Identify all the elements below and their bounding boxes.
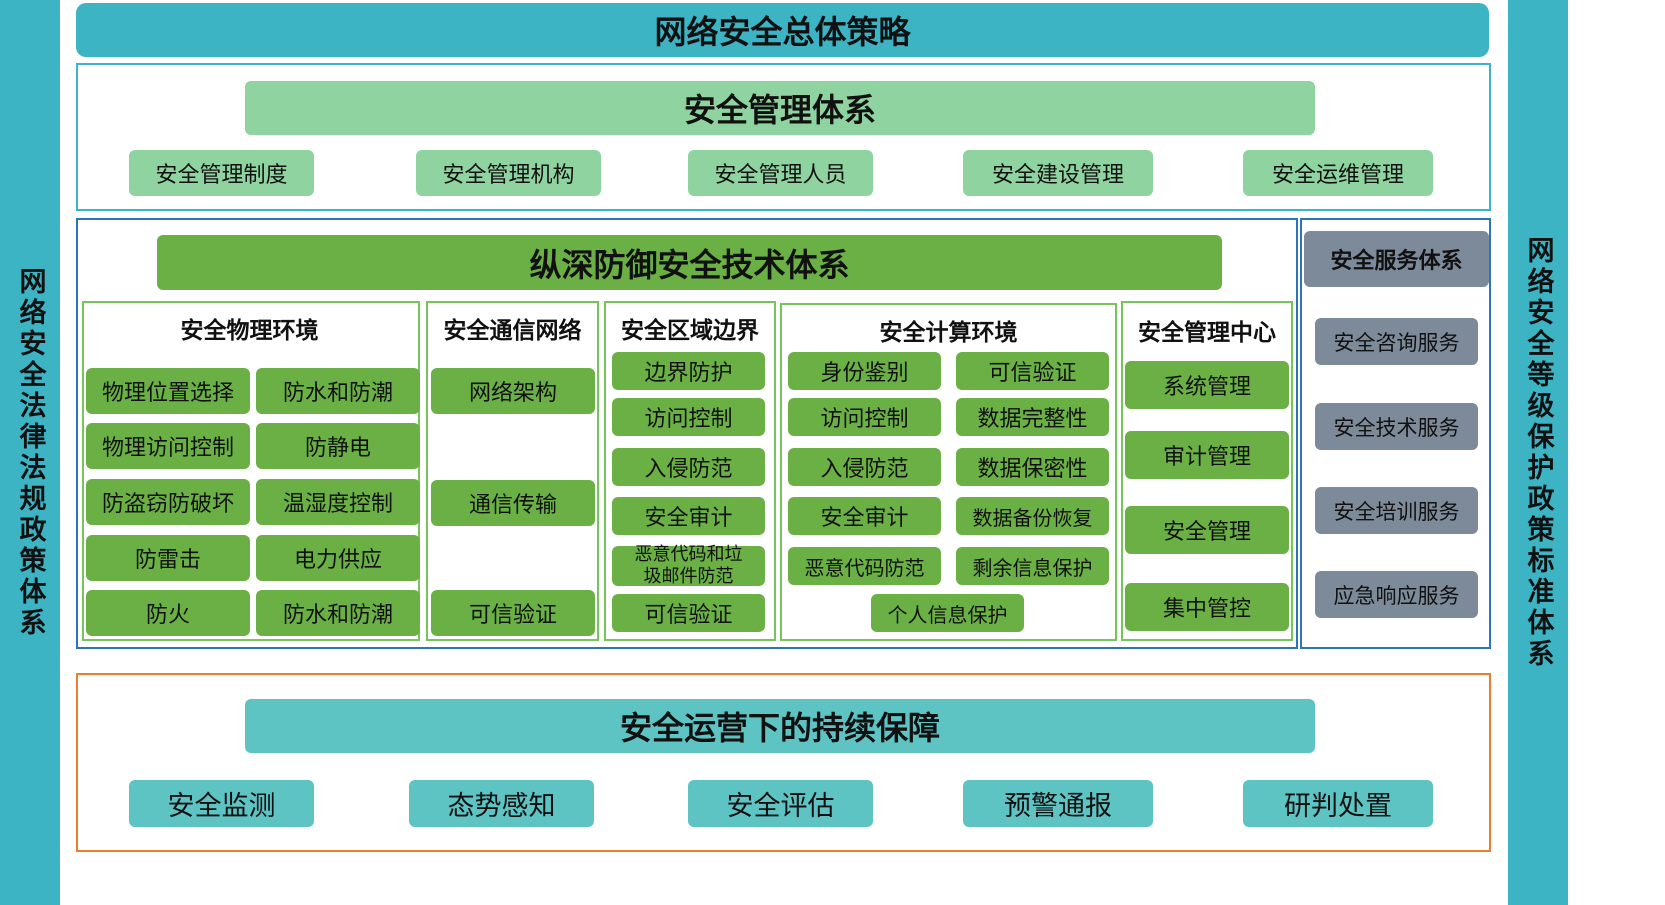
compute-access-control: 访问控制 [788,398,941,436]
physical-temperature: 温湿度控制 [256,479,420,525]
compute-identity-auth: 身份鉴别 [788,352,941,390]
network-architecture: 网络架构 [431,368,595,414]
left-policy-bar: 网络安全法律法规政策体系 [0,0,60,905]
compute-malware-prevention: 恶意代码防范 [788,547,941,585]
ops-evaluation: 安全评估 [688,780,873,827]
mgmt-item-personnel: 安全管理人员 [688,150,873,196]
boundary-security-audit: 安全审计 [612,497,765,535]
compute-intrusion-prevention: 入侵防范 [788,448,941,486]
management-system-title: 安全管理体系 [245,81,1315,135]
service-training: 安全培训服务 [1315,487,1478,534]
service-consulting: 安全咨询服务 [1315,318,1478,365]
management-system-frame [76,63,1491,211]
physical-lightning: 防雷击 [86,535,250,581]
boundary-trusted-verification: 可信验证 [612,594,765,632]
compute-security-audit: 安全审计 [788,497,941,535]
management-center-column [1121,301,1293,641]
boundary-malware-spam-prevention: 恶意代码和垃圾邮件防范 [612,544,765,587]
service-technical: 安全技术服务 [1315,403,1478,450]
center-audit-management: 审计管理 [1125,431,1289,479]
right-standard-bar: 网络安全等级保护政策标准体系 [1508,0,1568,905]
tech-system-frame [76,218,1298,649]
ops-early-warning: 预警通报 [963,780,1153,827]
mgmt-item-policy: 安全管理制度 [129,150,314,196]
ops-situational-awareness: 态势感知 [409,780,594,827]
network-transmission: 通信传输 [431,480,595,526]
communication-network-title: 安全通信网络 [443,318,582,344]
physical-power-supply: 电力供应 [256,535,420,581]
compute-trusted-verification: 可信验证 [956,352,1109,390]
mgmt-item-organization: 安全管理机构 [416,150,601,196]
compute-data-backup: 数据备份恢复 [956,497,1109,535]
physical-antistatic: 防静电 [256,423,420,469]
boundary-access-control: 访问控制 [612,398,765,436]
boundary-protection: 边界防护 [612,352,765,390]
compute-data-integrity: 数据完整性 [956,398,1109,436]
compute-environment-column [780,303,1117,641]
communication-network-column [426,301,599,641]
physical-waterproof-2: 防水和防潮 [256,590,420,636]
operations-frame [76,673,1491,852]
management-center-title: 安全管理中心 [1138,320,1276,346]
service-system-frame [1300,218,1491,649]
physical-location: 物理位置选择 [86,368,250,414]
area-boundary-title: 安全区域边界 [621,318,759,344]
center-security-management: 安全管理 [1125,506,1289,554]
mgmt-item-construction: 安全建设管理 [963,150,1153,196]
area-boundary-column [604,301,776,641]
overall-strategy-banner: 网络安全总体策略 [76,3,1489,57]
ops-monitoring: 安全监测 [129,780,314,827]
physical-access-control: 物理访问控制 [86,423,250,469]
physical-waterproof: 防水和防潮 [256,368,420,414]
mgmt-item-operations: 安全运维管理 [1243,150,1433,196]
physical-fire: 防火 [86,590,250,636]
compute-data-confidentiality: 数据保密性 [956,448,1109,486]
service-system-title: 安全服务体系 [1304,231,1489,287]
compute-residual-info-protection: 剩余信息保护 [956,547,1109,585]
tech-system-title: 纵深防御安全技术体系 [157,235,1222,290]
boundary-intrusion-prevention: 入侵防范 [612,448,765,486]
physical-environment-column [82,301,420,641]
network-trusted-verification: 可信验证 [431,590,595,636]
service-emergency-response: 应急响应服务 [1315,571,1478,618]
center-system-management: 系统管理 [1125,361,1289,409]
compute-environment-title: 安全计算环境 [879,320,1018,346]
compute-personal-info-protection: 个人信息保护 [871,594,1024,632]
center-centralized-control: 集中管控 [1125,583,1289,631]
physical-antitheft: 防盗窃防破坏 [86,479,250,525]
ops-analysis-handling: 研判处置 [1243,780,1433,827]
physical-environment-title: 安全物理环境 [180,318,319,344]
operations-title: 安全运营下的持续保障 [245,699,1315,753]
